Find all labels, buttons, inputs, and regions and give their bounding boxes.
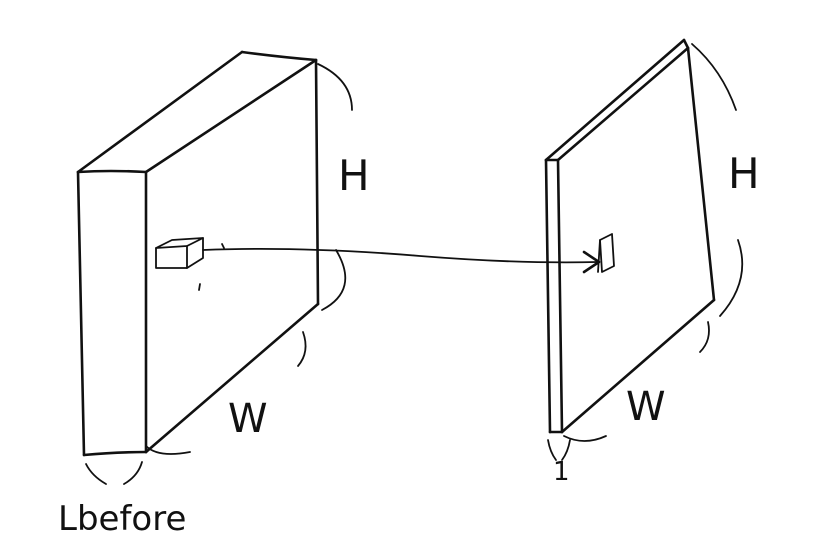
left-depth-arc-right bbox=[123, 461, 143, 485]
right-depth-label: 1 bbox=[553, 457, 570, 487]
right-front-right-edge bbox=[556, 158, 564, 434]
left-front-bottom-edge bbox=[82, 450, 148, 457]
right-back-right-edge bbox=[686, 46, 716, 302]
right-block bbox=[544, 38, 744, 461]
left-top-back-edge bbox=[240, 50, 318, 62]
left-front-top-edge bbox=[76, 169, 148, 174]
right-top-back-left-edge bbox=[544, 38, 686, 162]
left-depth-label: Lbefore bbox=[58, 499, 186, 539]
left-width-arc-right bbox=[297, 331, 307, 367]
left-block bbox=[76, 50, 353, 485]
left-depth-arc-left bbox=[85, 463, 107, 485]
right-small-square bbox=[597, 233, 615, 273]
arrow-start-tick bbox=[221, 243, 225, 249]
right-height-arc-bottom bbox=[719, 239, 744, 317]
right-width-label: W bbox=[626, 384, 666, 430]
right-depth-arc-left bbox=[547, 439, 557, 461]
right-height-label: H bbox=[728, 149, 760, 198]
right-height-arc-top bbox=[691, 43, 737, 111]
left-top-front-edge bbox=[144, 58, 318, 174]
left-height-arc-top bbox=[317, 63, 353, 111]
left-width-arc-left bbox=[145, 445, 191, 455]
left-height-label: H bbox=[338, 151, 370, 200]
transform-arrow bbox=[202, 243, 601, 274]
right-width-arc-left bbox=[563, 435, 607, 442]
right-top-back-edge bbox=[682, 38, 690, 50]
left-cube-tick bbox=[198, 283, 201, 291]
left-height-arc-bottom bbox=[321, 249, 347, 311]
right-bottom-width-edge bbox=[560, 298, 716, 434]
right-depth-arc-right bbox=[561, 439, 571, 461]
left-bottom-width-edge bbox=[144, 302, 320, 454]
right-front-left-edge bbox=[544, 158, 552, 434]
arrow-line bbox=[202, 247, 599, 264]
left-back-right-edge bbox=[314, 58, 320, 306]
left-width-label: W bbox=[228, 396, 268, 442]
left-front-left-edge bbox=[76, 170, 86, 457]
right-top-front-edge bbox=[556, 46, 690, 162]
left-small-cube bbox=[155, 237, 204, 269]
right-width-arc-right bbox=[699, 321, 710, 353]
left-top-back-left-edge bbox=[76, 50, 244, 174]
